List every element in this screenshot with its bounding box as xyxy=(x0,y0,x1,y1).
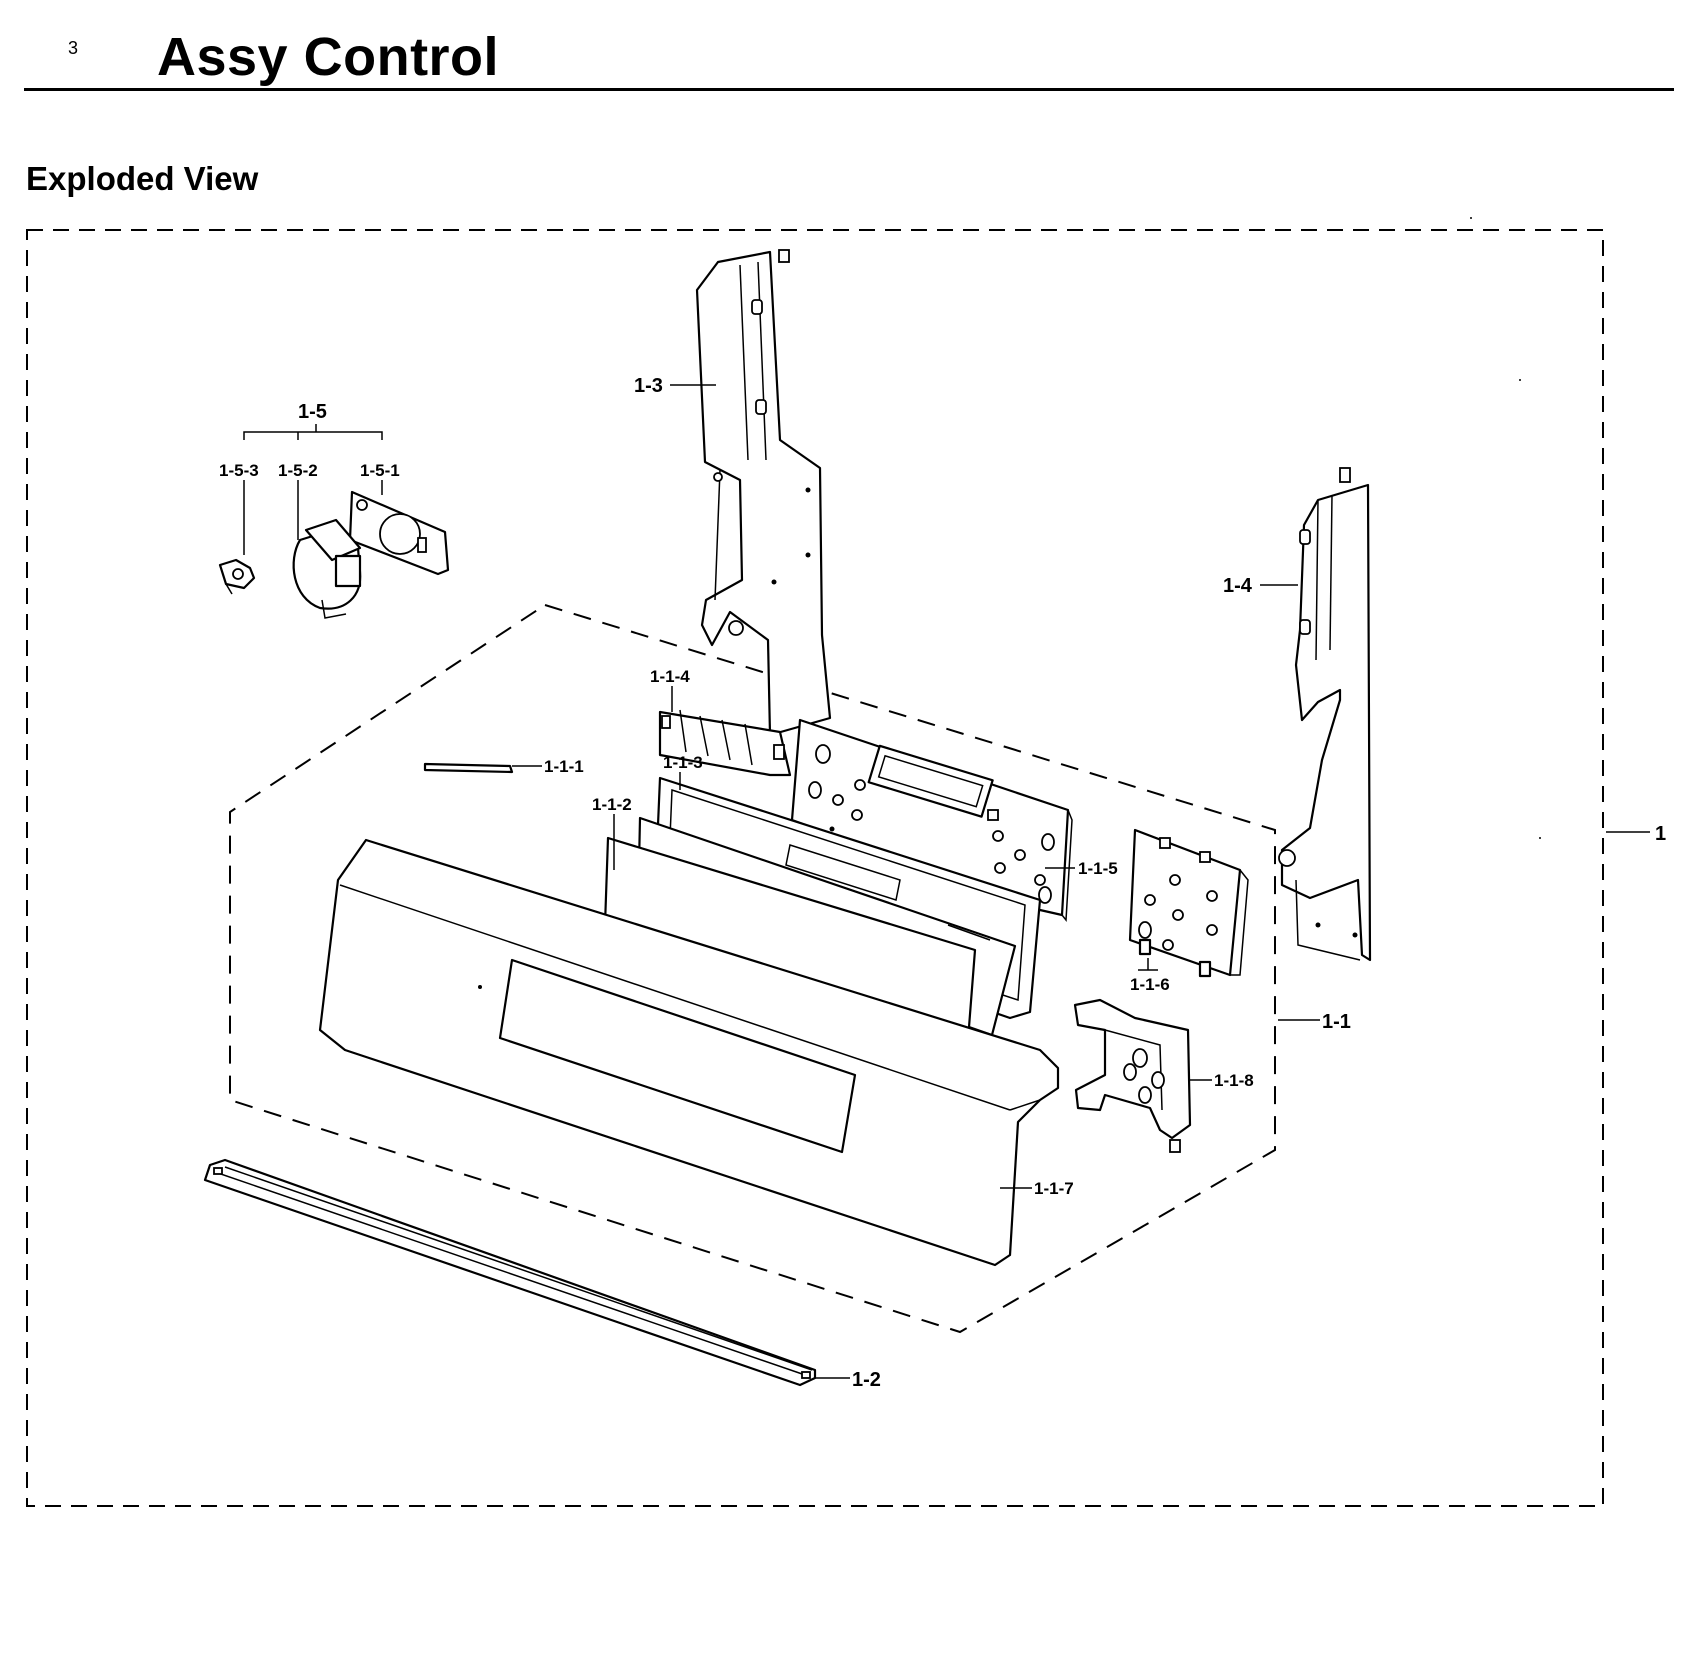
callout-1-1-3: 1-1-3 xyxy=(663,753,703,772)
bottom-trim-bar-part xyxy=(203,1158,817,1387)
callout-1-1-7: 1-1-7 xyxy=(1034,1179,1074,1198)
callout-1-5-group xyxy=(243,424,383,555)
callout-1-2: 1-2 xyxy=(852,1369,881,1391)
callout-1-5: 1-5 xyxy=(298,401,327,423)
callout-1-1-1: 1-1-1 xyxy=(544,757,584,776)
assembly-boundary xyxy=(26,229,1604,1507)
callout-1-1-5: 1-1-5 xyxy=(1078,859,1118,878)
callout-1-1-6: 1-1-6 xyxy=(1130,975,1170,994)
callout-1-4: 1-4 xyxy=(1223,575,1253,597)
callout-1: 1 xyxy=(1655,823,1666,845)
callout-1-3: 1-3 xyxy=(634,375,663,397)
subassembly-boundary xyxy=(229,603,1276,1334)
side-bracket-left-part xyxy=(695,249,832,737)
side-bracket-right-part xyxy=(1278,467,1372,962)
front-control-panel-part xyxy=(318,836,1060,1267)
main-pcb-housing-part xyxy=(790,718,1073,922)
connector-block-part xyxy=(658,709,792,777)
section-subtitle: Exploded View xyxy=(26,160,259,197)
strip-tape-part xyxy=(423,762,514,774)
callout-1-1-2: 1-1-2 xyxy=(592,795,632,814)
motor-assembly-part xyxy=(218,490,450,619)
leader-1-1-6 xyxy=(1138,958,1158,971)
callout-1-1: 1-1 xyxy=(1322,1011,1351,1033)
callout-1-1-4: 1-1-4 xyxy=(650,667,690,686)
callout-1-5-1: 1-5-1 xyxy=(360,461,400,480)
callout-1-1-8: 1-1-8 xyxy=(1214,1071,1254,1090)
sub-pcb-part xyxy=(1128,828,1249,978)
section-number: 3 xyxy=(68,38,79,58)
mounting-bracket-part xyxy=(1073,998,1192,1153)
callout-1-5-3: 1-5-3 xyxy=(219,461,259,480)
title-divider xyxy=(24,88,1674,91)
page-title: Assy Control xyxy=(157,27,500,87)
callout-1-5-2: 1-5-2 xyxy=(278,461,318,480)
